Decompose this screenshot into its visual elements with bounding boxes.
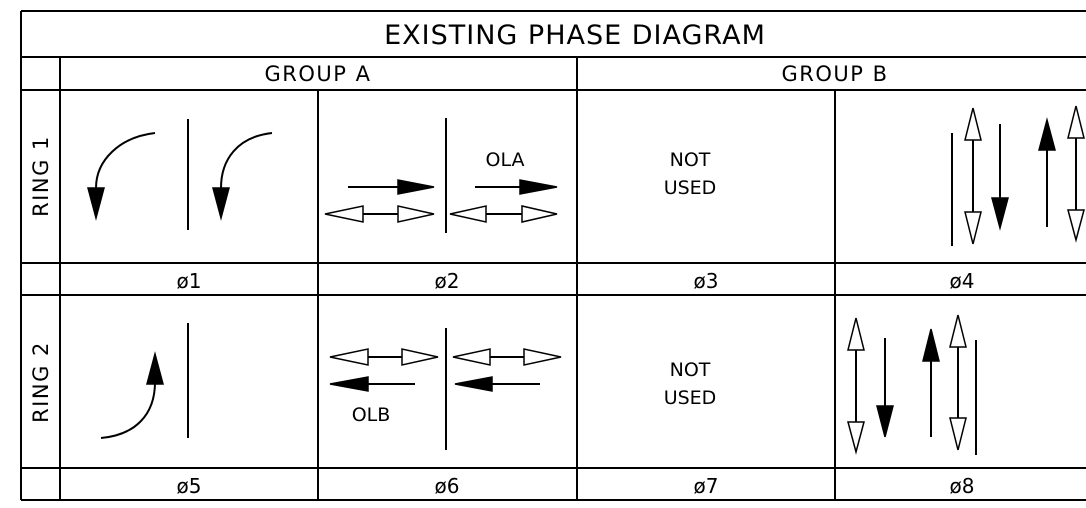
overlap-a-label: OLA: [486, 149, 525, 171]
group-b-label: GROUP B: [781, 62, 888, 86]
phase-8-label: ø8: [950, 474, 975, 498]
not-used-line-2: USED: [664, 177, 717, 199]
through-and-ped-arrows-icon: [951, 105, 1085, 246]
not-used-line-2: USED: [664, 387, 717, 409]
through-and-ped-arrows-icon: [329, 328, 562, 450]
not-used-line-1: NOT: [670, 149, 711, 171]
group-a-label: GROUP A: [265, 62, 372, 86]
overlap-b-label: OLB: [352, 404, 391, 426]
phase-6-label: ø6: [435, 474, 460, 498]
diagram-grid: [20, 10, 1086, 501]
left-turn-arrow-icon: [212, 132, 273, 221]
ring-2-label: RING 2: [29, 341, 53, 423]
phase-1-label: ø1: [177, 269, 202, 293]
left-turn-arrow-icon: [100, 351, 164, 439]
phase-7-not-used: NOT USED: [664, 359, 717, 409]
diagram-title: EXISTING PHASE DIAGRAM: [384, 20, 766, 51]
ring-1-label: RING 1: [29, 135, 53, 217]
phase-4-label: ø4: [950, 269, 975, 293]
through-and-ped-arrows-icon: [847, 314, 977, 455]
phase-5-label: ø5: [177, 474, 202, 498]
phase-2-label: ø2: [435, 269, 460, 293]
phase-7-label: ø7: [694, 474, 719, 498]
phase-3-label: ø3: [694, 269, 719, 293]
left-turn-arrow-icon: [87, 132, 156, 221]
phase-3-not-used: NOT USED: [664, 149, 717, 199]
not-used-line-1: NOT: [670, 359, 711, 381]
through-and-ped-arrows-icon: [324, 118, 558, 233]
